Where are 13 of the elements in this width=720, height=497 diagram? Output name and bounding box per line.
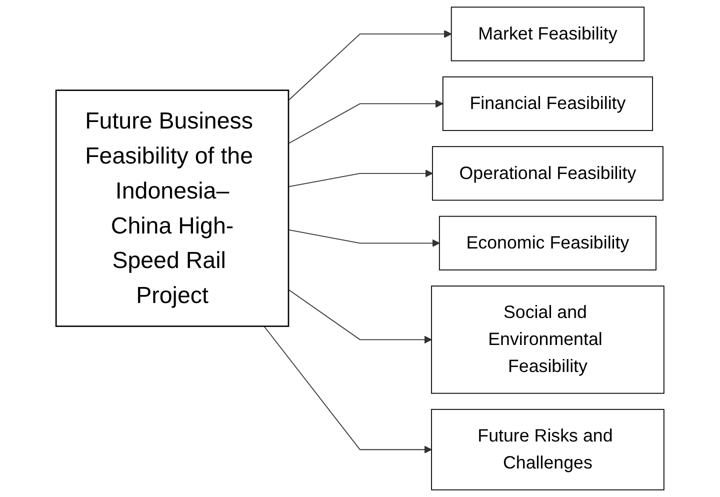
- node-box: Market Feasibility: [450, 6, 645, 62]
- node-box: Future Risks and Challenges: [431, 408, 664, 490]
- node-box: Economic Feasibility: [438, 216, 656, 270]
- arrow: [288, 229, 440, 248]
- arrow: [288, 30, 452, 101]
- arrow: [264, 326, 432, 454]
- node-box: Social and Environmental Feasibility: [431, 286, 664, 394]
- node-box: Future Business Feasibility of the Indonesia–China High-Speed Rail Project: [55, 90, 290, 327]
- arrow: [288, 100, 444, 144]
- arrow: [288, 289, 432, 344]
- node-box: Financial Feasibility: [442, 76, 653, 131]
- arrow: [288, 169, 433, 188]
- node-box: Operational Feasibility: [432, 146, 664, 201]
